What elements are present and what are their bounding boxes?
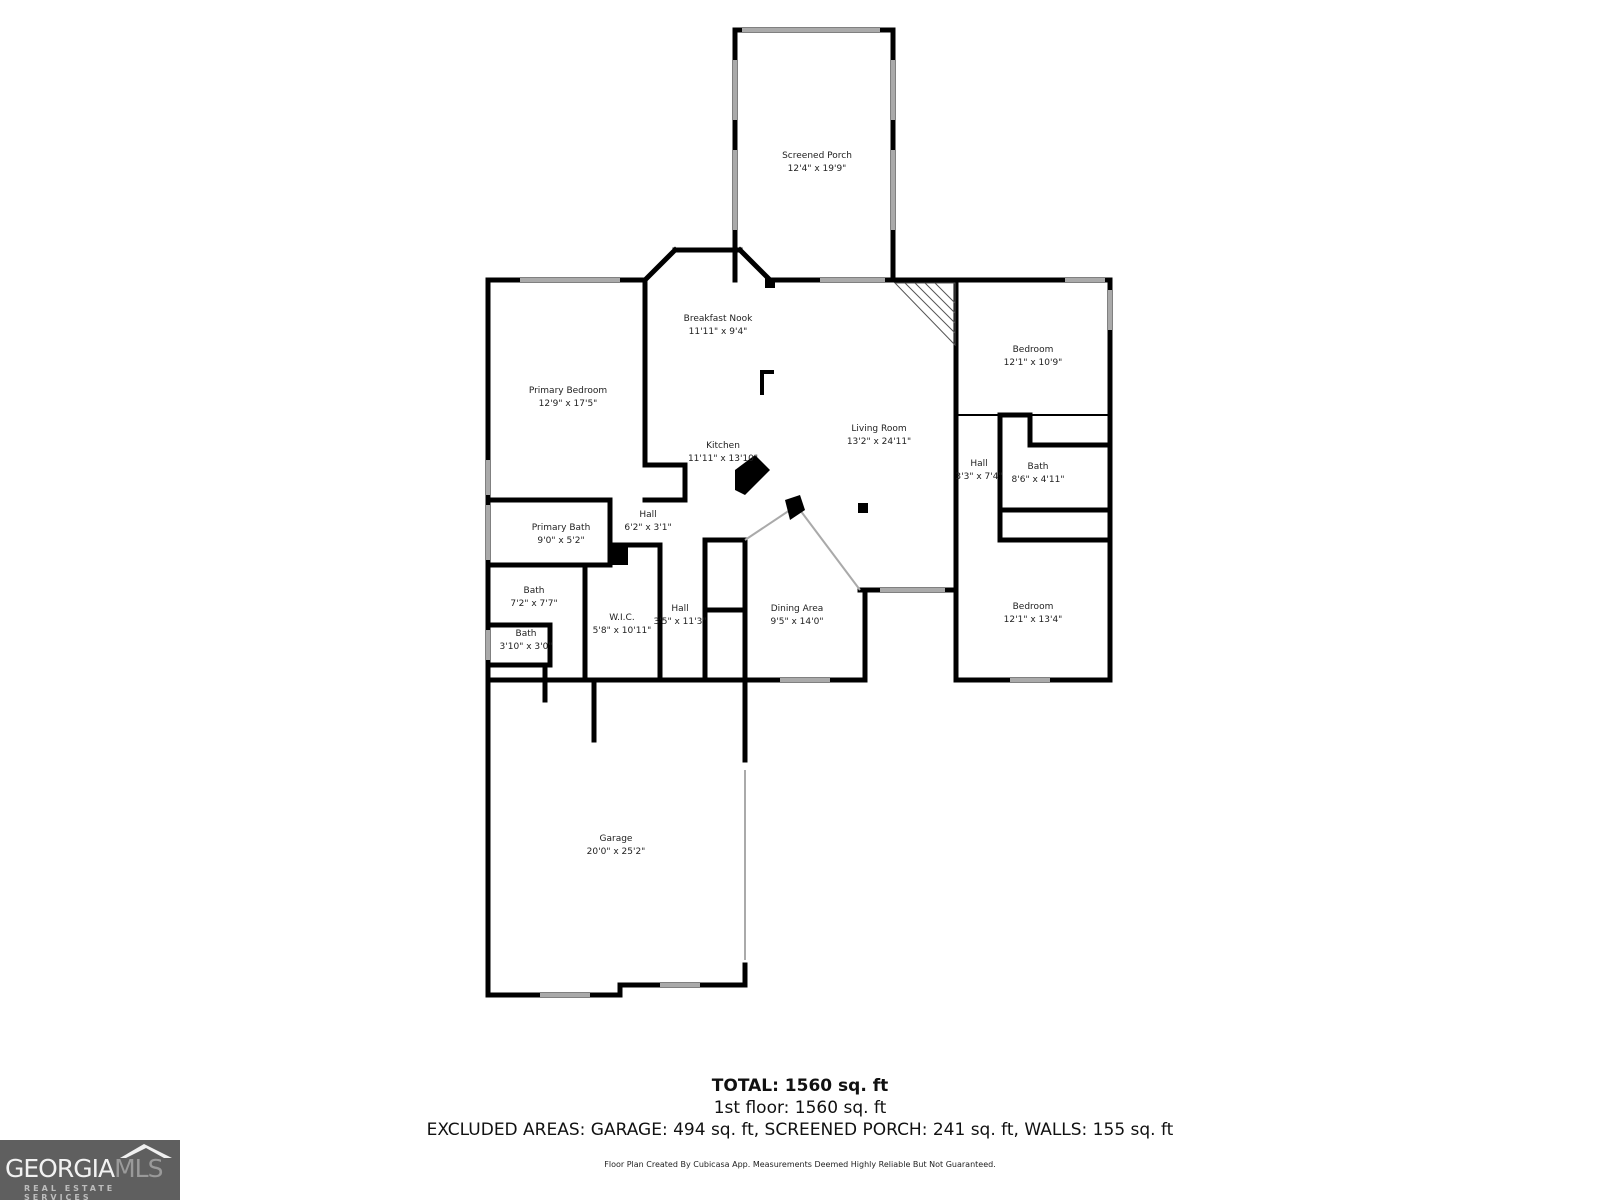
room-dims: 6'2" x 3'1" — [624, 523, 672, 533]
room-name: Dining Area — [770, 604, 824, 614]
room-label-bedroom-2: Bedroom 12'1" x 13'4" — [1004, 601, 1063, 627]
room-dims: 20'0" x 25'2" — [586, 847, 646, 857]
room-name: Bath — [1027, 462, 1049, 472]
room-name: Primary Bedroom — [528, 386, 608, 396]
room-dims: 3'3" x 7'4" — [955, 472, 1003, 482]
room-name: Bath — [523, 586, 545, 596]
room-dims: 9'0" x 5'2" — [537, 536, 585, 546]
roof-icon — [120, 1144, 172, 1158]
room-name: Bedroom — [1012, 345, 1054, 355]
room-name: Kitchen — [706, 441, 740, 451]
room-label-wic: W.I.C. 5'8" x 10'11" — [593, 612, 652, 638]
room-label-screened-porch: Screened Porch 12'4" x 19'9" — [782, 150, 852, 176]
room-dims: 12'1" x 13'4" — [1003, 615, 1063, 625]
excluded-areas: EXCLUDED AREAS: GARAGE: 494 sq. ft, SCRE… — [426, 1120, 1174, 1140]
logo-brand-main: GEORGIA — [5, 1154, 115, 1183]
room-label-primary-bath: Primary Bath 9'0" x 5'2" — [532, 522, 591, 548]
disclaimer: Floor Plan Created By Cubicasa App. Meas… — [604, 1160, 996, 1169]
walls — [485, 27, 1113, 998]
room-label-hall-1: Hall 3'3" x 7'4" — [955, 458, 1002, 484]
room-name: Bath — [515, 629, 537, 639]
room-name: Screened Porch — [782, 151, 852, 161]
logo-tagline: REAL ESTATE SERVICES — [24, 1184, 116, 1202]
room-label-dining-area: Dining Area 9'5" x 14'0" — [771, 603, 824, 629]
room-name: Hall — [671, 604, 689, 614]
room-dims: 12'1" x 10'9" — [1003, 358, 1063, 368]
room-name: Primary Bath — [531, 523, 591, 533]
room-dims: 7'2" x 7'7" — [510, 599, 558, 609]
room-label-hall-3: Hall 3'5" x 11'3" — [654, 603, 707, 629]
room-label-bath-2: Bath 7'2" x 7'7" — [510, 585, 557, 611]
room-name: Hall — [970, 459, 988, 469]
room-label-breakfast-nook: Breakfast Nook 11'11" x 9'4" — [684, 313, 753, 339]
room-dims: 8'6" x 4'11" — [1011, 475, 1065, 485]
room-name: Bedroom — [1012, 602, 1054, 612]
room-label-bath-1: Bath 8'6" x 4'11" — [1012, 461, 1065, 487]
logo-brand-accent: MLS — [114, 1154, 163, 1183]
room-dims: 12'4" x 19'9" — [787, 164, 847, 174]
area-summary: TOTAL: 1560 sq. ft 1st floor: 1560 sq. f… — [0, 1075, 1600, 1141]
room-dims: 11'11" x 13'10" — [687, 454, 759, 464]
room-dims: 3'5" x 11'3" — [653, 617, 707, 627]
room-dims: 9'5" x 14'0" — [770, 617, 824, 627]
total-area: TOTAL: 1560 sq. ft — [711, 1076, 889, 1096]
room-dims: 3'10" x 3'0" — [499, 642, 553, 652]
room-label-hall-2: Hall 6'2" x 3'1" — [624, 509, 671, 535]
room-label-primary-bedroom: Primary Bedroom 12'9" x 17'5" — [529, 385, 607, 411]
georgia-mls-logo: GEORGIAMLS REAL ESTATE SERVICES — [0, 1140, 180, 1202]
windows — [486, 28, 1112, 997]
room-label-kitchen: Kitchen 11'11" x 13'10" — [688, 440, 758, 466]
room-label-garage: Garage 20'0" x 25'2" — [587, 833, 646, 859]
room-name: Hall — [639, 510, 657, 520]
stairs — [893, 282, 956, 347]
room-dims: 5'8" x 10'11" — [592, 626, 652, 636]
room-dims: 13'2" x 24'11" — [846, 437, 912, 447]
room-name: W.I.C. — [609, 613, 635, 623]
room-dims: 11'11" x 9'4" — [688, 327, 748, 337]
room-name: Living Room — [851, 424, 907, 434]
fixtures — [610, 278, 868, 565]
room-label-bedroom-1: Bedroom 12'1" x 10'9" — [1004, 344, 1063, 370]
floor-area: 1st floor: 1560 sq. ft — [713, 1098, 887, 1118]
room-label-living-room: Living Room 13'2" x 24'11" — [847, 423, 911, 449]
room-name: Breakfast Nook — [683, 314, 753, 324]
room-name: Garage — [599, 834, 633, 844]
logo-brand: GEORGIAMLS — [5, 1154, 163, 1183]
room-dims: 12'9" x 17'5" — [538, 399, 598, 409]
room-label-bath-3: Bath 3'10" x 3'0" — [500, 628, 553, 654]
